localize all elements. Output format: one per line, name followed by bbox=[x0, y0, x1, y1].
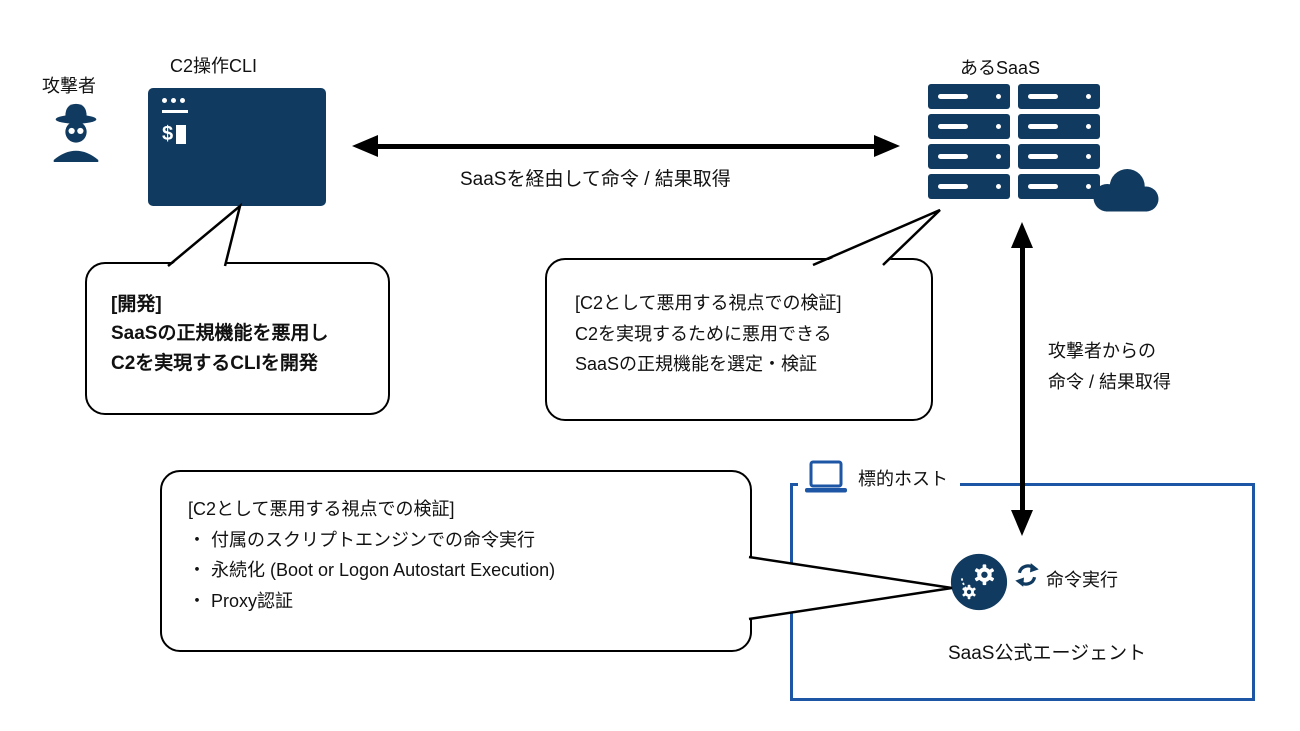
cli-label: C2操作CLI bbox=[170, 56, 258, 76]
bubble-verify-saas-line3: SaaSの正規機能を選定・検証 bbox=[575, 354, 818, 375]
server-icon bbox=[928, 114, 1010, 139]
terminal-prompt: $ bbox=[162, 123, 326, 146]
server-stack-icon bbox=[928, 84, 1100, 199]
bubble-development-line1: [開発] bbox=[111, 294, 162, 315]
server-icon bbox=[928, 174, 1010, 199]
terminal-cursor bbox=[176, 125, 187, 144]
server-icon bbox=[928, 84, 1010, 109]
terminal-prompt-symbol: $ bbox=[162, 123, 174, 145]
bubble-verify-saas-line1: [C2として悪用する視点での検証] bbox=[575, 293, 842, 313]
saas-agent-label: SaaS公式エージェント bbox=[948, 643, 1147, 664]
side-arrow-shaft bbox=[1019, 246, 1025, 512]
target-host-tag: 標的ホスト bbox=[798, 457, 960, 499]
sync-arrows-icon bbox=[1015, 563, 1039, 587]
bubble-verify-saas-line2: C2を実現するために悪用できる bbox=[575, 323, 832, 344]
server-icon bbox=[1018, 144, 1100, 169]
side-arrow-label-line1: 攻撃者からの bbox=[1048, 341, 1156, 361]
bubble-verify-agent-line4: ・ Proxy認証 bbox=[188, 590, 294, 611]
top-arrow-left-head bbox=[352, 135, 378, 157]
attacker-label: 攻撃者 bbox=[42, 76, 96, 96]
bubble-verify-saas-tail bbox=[812, 208, 941, 267]
bubble-verify-agent-line2: ・ 付属のスクリプトエンジンでの命令実行 bbox=[188, 529, 535, 550]
side-arrow-label-line2: 命令 / 結果取得 bbox=[1048, 371, 1172, 392]
command-exec-label: 命令実行 bbox=[1046, 570, 1118, 590]
laptop-icon bbox=[805, 460, 847, 493]
cloud-icon bbox=[1093, 169, 1159, 212]
terminal-icon: $ bbox=[148, 88, 326, 206]
bubble-verify-agent-tail bbox=[739, 555, 953, 621]
bubble-verify-agent-line1: [C2として悪用する視点での検証] bbox=[188, 499, 455, 519]
terminal-menu-line bbox=[162, 110, 188, 113]
bubble-development-line3: C2を実現するCLIを開発 bbox=[111, 352, 318, 374]
terminal-window-dots bbox=[148, 88, 326, 103]
top-arrow-shaft bbox=[378, 143, 874, 149]
bubble-verify-saas: [C2として悪用する視点での検証] C2を実現するために悪用できる SaaSの正… bbox=[545, 258, 933, 421]
server-icon bbox=[1018, 114, 1100, 139]
server-icon bbox=[1018, 174, 1100, 199]
bubble-development-line2: SaaSの正規機能を悪用し bbox=[111, 323, 329, 345]
bubble-verify-agent: [C2として悪用する視点での検証] ・ 付属のスクリプトエンジンでの命令実行 ・… bbox=[160, 470, 752, 652]
server-icon bbox=[1018, 84, 1100, 109]
bubble-development: [開発] SaaSの正規機能を悪用し C2を実現するCLIを開発 bbox=[85, 262, 390, 415]
bubble-verify-agent-line3: ・ 永続化 (Boot or Logon Autostart Execution… bbox=[188, 560, 556, 581]
bubble-development-tail bbox=[167, 202, 243, 268]
target-host-label: 標的ホスト bbox=[858, 469, 948, 489]
top-arrow-label: SaaSを経由して命令 / 結果取得 bbox=[460, 169, 731, 190]
agent-gears-icon bbox=[950, 553, 1008, 611]
side-arrow-label: 攻撃者からの 命令 / 結果取得 bbox=[1048, 336, 1171, 397]
side-arrow-top-head bbox=[1011, 222, 1033, 248]
saas-label: あるSaaS bbox=[960, 58, 1041, 78]
server-icon bbox=[928, 144, 1010, 169]
attacker-spy-icon bbox=[53, 103, 99, 162]
side-arrow-bottom-head bbox=[1011, 510, 1033, 536]
top-arrow-right-head bbox=[874, 135, 900, 157]
